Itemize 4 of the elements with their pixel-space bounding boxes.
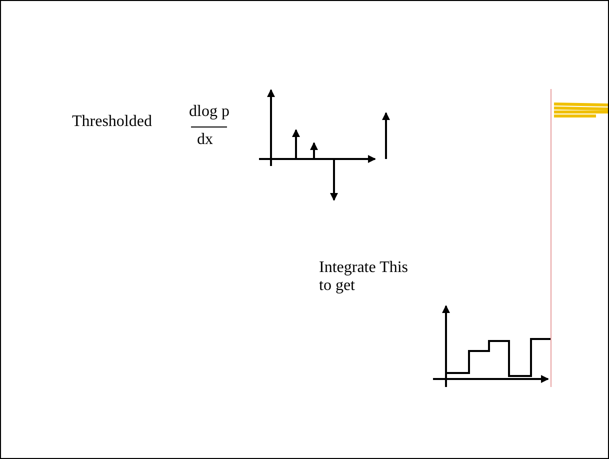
fraction-numerator: dlog p xyxy=(189,103,230,121)
label-text: Thresholded xyxy=(72,113,152,131)
fraction-denominator: dx xyxy=(197,131,213,149)
note-text: Integrate This to get xyxy=(319,259,410,295)
